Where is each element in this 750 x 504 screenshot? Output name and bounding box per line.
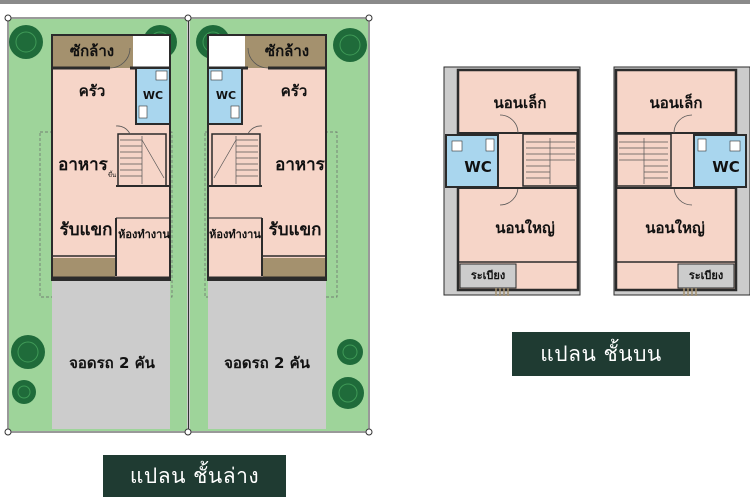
top-border-strip bbox=[0, 0, 750, 4]
room-label-workroom: ห้องทำงาน bbox=[209, 228, 261, 241]
room-label-dining: อาหาร bbox=[58, 155, 109, 175]
room-label-master-bedroom: นอนใหญ่ bbox=[645, 219, 705, 237]
tree-icon bbox=[332, 377, 364, 409]
room-label-small-bedroom: นอนเล็ก bbox=[494, 93, 547, 112]
room-label-dining: อาหาร bbox=[275, 155, 326, 175]
room-label-living: รับแขก bbox=[269, 220, 322, 240]
tree-icon bbox=[11, 335, 45, 369]
upper-floor-caption: แปลน ชั้นบน bbox=[512, 332, 690, 376]
room-label-laundry: ซักล้าง bbox=[265, 42, 309, 60]
tree-icon bbox=[337, 339, 363, 365]
upper-left-unit: นอนเล็ก WC นอนใหญ่ ระเบียง bbox=[444, 67, 580, 296]
lower-floor-plan: ซักล้าง ครัว WC อาหาร ขึ้น รับแขก ห้องทำ… bbox=[5, 15, 372, 435]
room-label-workroom: ห้องทำงาน bbox=[118, 228, 170, 241]
room-label-laundry: ซักล้าง bbox=[70, 42, 114, 60]
room-label-kitchen: ครัว bbox=[79, 82, 106, 100]
room-label-parking: จอดรถ 2 คัน bbox=[224, 354, 311, 372]
tree-icon bbox=[333, 28, 367, 62]
room-label-parking: จอดรถ 2 คัน bbox=[69, 354, 156, 372]
room-label-master-bedroom: นอนใหญ่ bbox=[495, 219, 555, 237]
tree-icon bbox=[9, 25, 43, 59]
room-label-wc: WC bbox=[712, 158, 740, 176]
lower-floor-caption: แปลน ชั้นล่าง bbox=[103, 455, 286, 497]
room-label-wc: WC bbox=[464, 158, 492, 176]
room-label-living: รับแขก bbox=[60, 220, 113, 240]
room-label-small-bedroom: นอนเล็ก bbox=[650, 93, 703, 112]
upper-floor-plan: นอนเล็ก WC นอนใหญ่ ระเบียง bbox=[444, 67, 750, 296]
lower-right-unit: ซักล้าง ครัว WC อาหาร รับแขก ห้องทำงาน จ… bbox=[205, 35, 337, 429]
room-label-wc: WC bbox=[143, 89, 163, 102]
room-label-wc: WC bbox=[216, 89, 236, 102]
lower-left-unit: ซักล้าง ครัว WC อาหาร ขึ้น รับแขก ห้องทำ… bbox=[40, 35, 172, 429]
upper-right-unit: นอนเล็ก WC นอนใหญ่ ระเบียง bbox=[614, 67, 750, 296]
room-label-balcony: ระเบียง bbox=[689, 269, 723, 282]
room-label-kitchen: ครัว bbox=[281, 82, 308, 100]
tree-icon bbox=[12, 380, 36, 404]
room-label-balcony: ระเบียง bbox=[471, 269, 505, 282]
